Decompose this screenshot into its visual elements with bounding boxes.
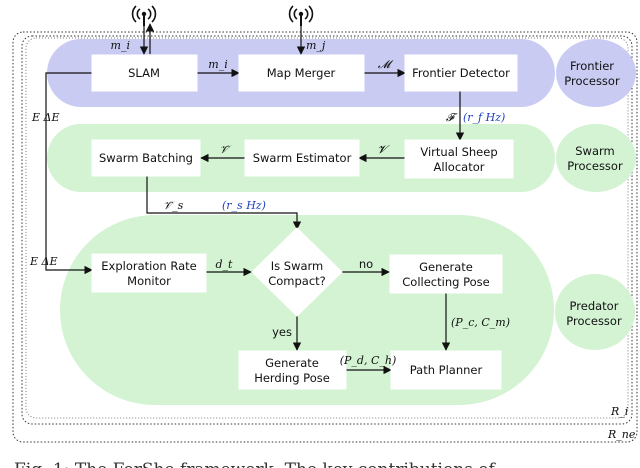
swarm-processor-bubble	[556, 124, 636, 192]
herd-label-2: Herding Pose	[254, 371, 330, 385]
edge-label-e-de-bottom: E ΔE	[29, 255, 58, 268]
exploration-label-2: Monitor	[127, 274, 171, 288]
edge-label-e-de-top: E ΔE	[31, 111, 60, 124]
generate-collecting-pose-box	[389, 254, 503, 294]
swarm-processor-label-1: Swarm	[575, 144, 614, 158]
predator-processor-bubble	[555, 274, 635, 350]
frontier-processor-label-2: Processor	[564, 74, 620, 88]
map-merger-box	[238, 54, 365, 92]
antenna-icon	[288, 5, 314, 26]
edge-label-pd-ch: (P_d, C_h)	[340, 354, 397, 367]
swarm-batching-label: Swarm Batching	[99, 151, 193, 165]
herd-label-1: Generate	[265, 356, 319, 370]
exploration-rate-monitor-box	[91, 253, 207, 293]
edge-label-no: no	[359, 257, 373, 271]
slam-box	[91, 54, 198, 92]
swarm-estimator-label: Swarm Estimator	[253, 151, 352, 165]
swarm-batching-box	[91, 139, 201, 177]
predator-processor-label-2: Processor	[566, 314, 622, 328]
region-rne-border	[12, 31, 638, 443]
frontier-detector-label: Frontier Detector	[412, 66, 510, 80]
edge-label-rate-f: (r_f Hz)	[463, 111, 505, 124]
edge-label-pc-cm: (P_c, C_m)	[451, 316, 510, 329]
map-merger-label: Map Merger	[267, 66, 336, 80]
virtual-sheep-allocator-box	[404, 139, 514, 179]
frontier-processor-bubble	[556, 39, 636, 107]
generate-herding-pose-box	[238, 350, 347, 390]
frontier-detector-box	[404, 54, 518, 92]
swarm-compact-decision	[251, 227, 343, 317]
region-inner-border	[25, 37, 629, 419]
edge-label-mi-mid: m_i	[208, 58, 227, 71]
edge-label-V-hat-s: 𝒱̂_s	[163, 199, 184, 212]
edge-label-d-t: d_t	[216, 258, 234, 271]
swarm-processor-label-2: Processor	[567, 159, 623, 173]
antenna-icon	[131, 5, 157, 26]
path-planner-box	[390, 350, 502, 390]
vsa-label-2: Allocator	[434, 160, 485, 174]
edge-slam-exploration	[45, 72, 93, 275]
vsa-label-1: Virtual Sheep	[420, 145, 497, 159]
edge-label-F: 𝓕	[446, 111, 458, 124]
region-label-rne: R_ne	[607, 428, 636, 441]
edge-label-M: 𝓜	[378, 58, 394, 71]
region-label-ri: R_i	[610, 405, 628, 418]
frontier-processor-label-1: Frontier	[570, 59, 614, 73]
figure-caption: Fig. 1: The ForShe framework. The key co…	[14, 460, 497, 468]
edge-label-yes: yes	[272, 325, 292, 339]
slam-label: SLAM	[128, 66, 160, 80]
edge-batching-compact	[146, 176, 302, 230]
edge-label-rate-s: (r_s Hz)	[222, 199, 266, 212]
swarm-estimator-box	[244, 139, 360, 177]
exploration-label-1: Exploration Rate	[101, 259, 196, 273]
edge-label-mi-in: m_i	[111, 39, 130, 52]
collect-label-1: Generate	[419, 260, 473, 274]
compact-label-1: Is Swarm	[271, 259, 324, 273]
collect-label-2: Collecting Pose	[402, 275, 489, 289]
path-planner-label: Path Planner	[410, 363, 483, 377]
compact-label-2: Compact?	[268, 274, 326, 288]
region-ri-border	[21, 35, 633, 425]
edge-label-mj-in: m_j	[306, 39, 326, 52]
predator-processor-label-1: Predator	[570, 299, 619, 313]
